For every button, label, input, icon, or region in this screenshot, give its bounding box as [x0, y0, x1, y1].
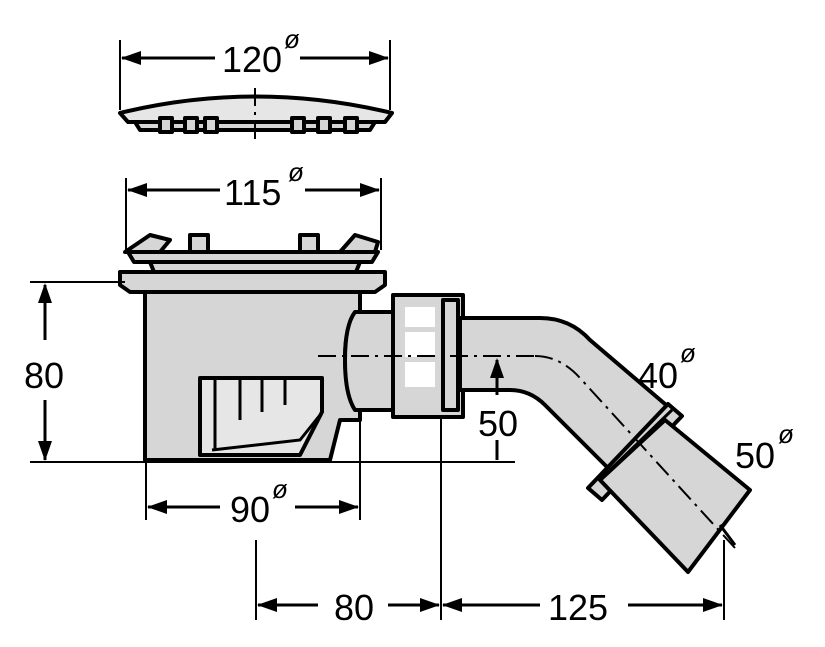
dim-body-height: 80 [24, 281, 515, 463]
dim-body-diameter: 90 ø [145, 415, 361, 530]
dim-grate-diameter: 115 ø [125, 157, 382, 250]
label-body-height: 80 [24, 355, 64, 396]
label-cover-diameter: 120 [222, 39, 282, 80]
label-pipe-outer-diameter: 50 [735, 435, 775, 476]
drain-body [118, 270, 397, 462]
diameter-mark-cover: ø [284, 24, 300, 54]
diameter-mark-body: ø [272, 474, 288, 504]
dim-outlet-height: 50 [478, 358, 518, 460]
drain-cover [118, 88, 394, 140]
outlet-pipe [458, 316, 752, 574]
dim-nut-to-pipe-end: 125 [442, 540, 725, 628]
diameter-mark-pipe-outer: ø [778, 419, 794, 449]
label-pipe-inner-diameter: 40 [638, 355, 678, 396]
dim-center-to-nut: 80 [255, 418, 442, 628]
dim-cover-diameter: 120 ø [119, 24, 391, 110]
diameter-mark-pipe-inner: ø [680, 338, 696, 368]
dim-pipe-outer-diameter: 50 ø [735, 419, 794, 476]
label-grate-diameter: 115 [224, 172, 281, 213]
drain-grate [123, 233, 380, 274]
outlet-centerline [318, 355, 736, 549]
diameter-mark-grate: ø [288, 157, 304, 187]
label-center-to-nut: 80 [334, 587, 374, 628]
label-outlet-height: 50 [478, 403, 518, 444]
label-body-diameter: 90 [230, 489, 270, 530]
dim-pipe-inner-diameter: 40 ø [638, 338, 696, 396]
label-nut-to-pipe-end: 125 [548, 587, 608, 628]
